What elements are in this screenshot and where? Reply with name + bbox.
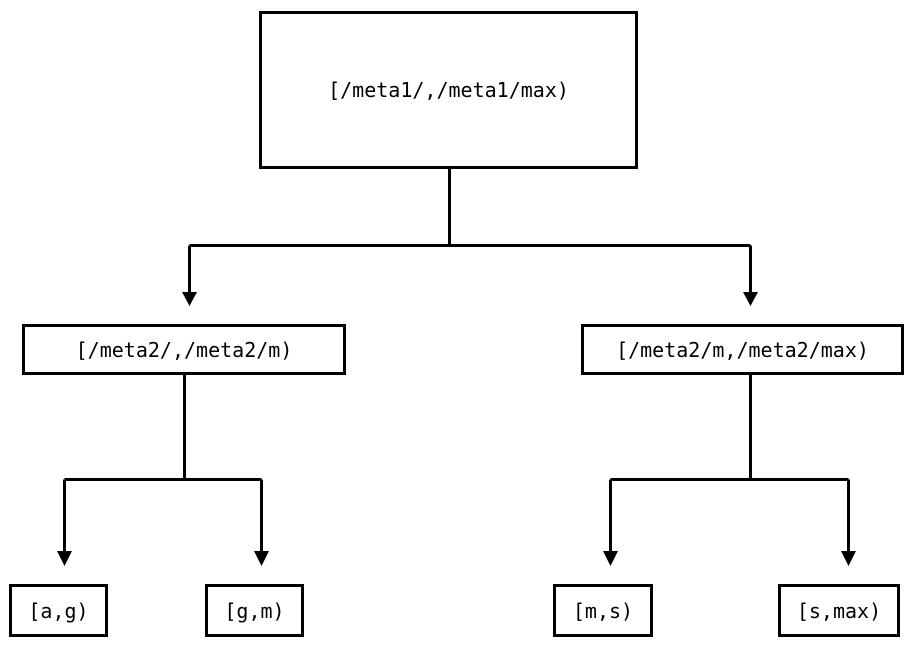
- tree-node-leaf-a-g-label: [a,g): [28, 598, 89, 623]
- arrowhead-to-leaf-3: [603, 551, 618, 566]
- tree-node-root[interactable]: [/meta1/,/meta1/max): [259, 11, 638, 169]
- arrowhead-to-leaf-4: [841, 551, 856, 566]
- tree-node-leaf-s-max[interactable]: [s,max): [778, 584, 900, 637]
- arrowhead-to-mid-left: [182, 292, 197, 306]
- tree-node-mid-left[interactable]: [/meta2/,/meta2/m): [22, 324, 346, 375]
- arrowhead-to-leaf-2: [254, 551, 269, 566]
- tree-node-mid-right-label: [/meta2/m,/meta2/max): [616, 337, 869, 362]
- tree-node-mid-right[interactable]: [/meta2/m,/meta2/max): [581, 324, 904, 375]
- tree-node-leaf-m-s[interactable]: [m,s): [553, 584, 653, 637]
- tree-node-leaf-m-s-label: [m,s): [572, 598, 634, 623]
- tree-node-leaf-a-g[interactable]: [a,g): [9, 584, 108, 637]
- tree-node-leaf-g-m[interactable]: [g,m): [205, 584, 304, 637]
- tree-node-leaf-s-max-label: [s,max): [796, 598, 882, 623]
- tree-node-mid-left-label: [/meta2/,/meta2/m): [75, 337, 293, 362]
- arrowhead-to-mid-right: [743, 292, 758, 306]
- tree-node-root-label: [/meta1/,/meta1/max): [328, 78, 569, 102]
- arrowhead-to-leaf-1: [57, 551, 72, 566]
- tree-node-leaf-g-m-label: [g,m): [224, 598, 285, 623]
